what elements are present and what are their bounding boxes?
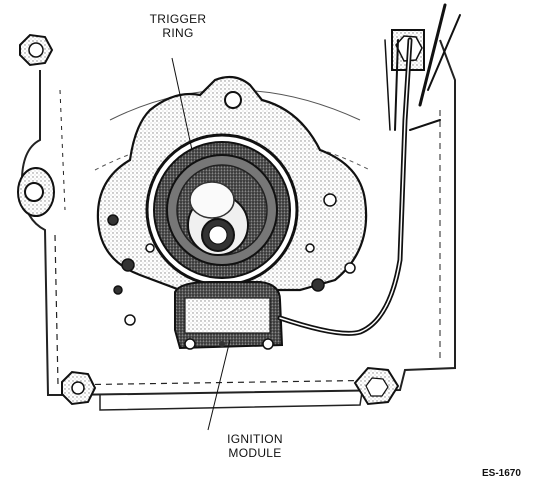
wiring-harness	[277, 3, 461, 336]
ignition-module	[174, 281, 284, 350]
mounting-holes	[107, 193, 356, 326]
ignition-module-label-line2: MODULE	[228, 446, 282, 460]
corner-bolt-bottom-right	[353, 366, 400, 406]
callout-leaders	[171, 57, 231, 431]
trigger-ring-callout: TRIGGER RING	[128, 12, 228, 40]
figure-code: ES-1670	[482, 468, 521, 479]
ignition-module-label-line1: IGNITION	[227, 432, 283, 446]
left-mount-boss	[17, 167, 55, 217]
trigger-ring-label-line2: RING	[162, 26, 194, 40]
corner-bolt-top-left	[19, 33, 54, 67]
trigger-ring-label-line1: TRIGGER	[149, 12, 207, 26]
ignition-module-callout: IGNITION MODULE	[200, 432, 310, 460]
corner-bolt-bottom-left	[61, 370, 97, 406]
trigger-ring	[145, 133, 299, 287]
